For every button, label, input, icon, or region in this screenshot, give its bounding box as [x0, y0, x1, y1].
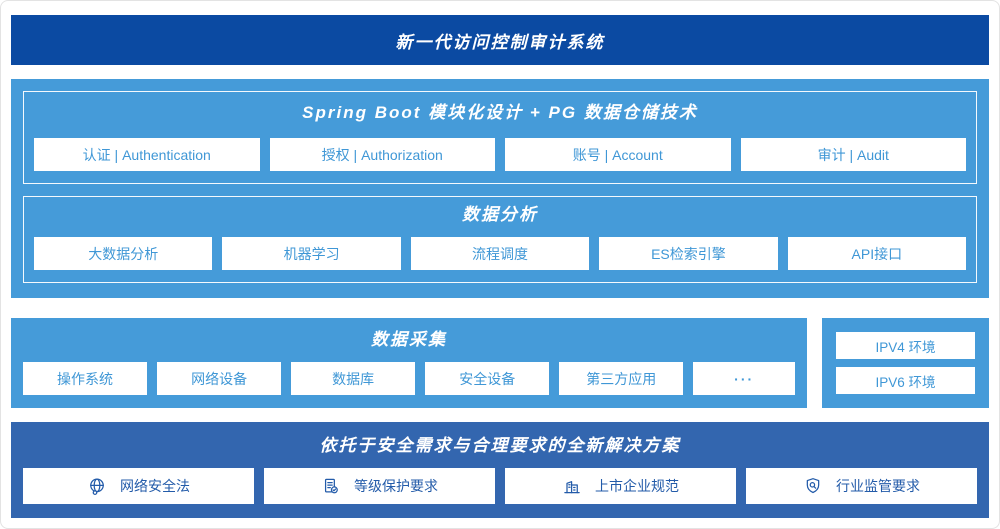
section-solution: 依托于安全需求与合理要求的全新解决方案 网络安全法 [11, 422, 989, 518]
solution-box-listed-company: 上市企业规范 [505, 468, 736, 504]
platform-container: Spring Boot 模块化设计 + PG 数据仓储技术 认证 | Authe… [11, 79, 989, 298]
shield-search-icon [803, 476, 823, 496]
analysis-box-api: API接口 [787, 237, 967, 270]
collection-box-security-device: 安全设备 [425, 362, 550, 395]
document-check-icon [321, 476, 341, 496]
header-banner: 新一代访问控制审计系统 [11, 15, 989, 65]
page-title: 新一代访问控制审计系统 [395, 32, 605, 52]
module-box-audit: 审计 | Audit [740, 138, 966, 171]
solution-row: 网络安全法 等级保护要求 [23, 468, 977, 504]
analysis-row: 大数据分析 机器学习 流程调度 ES检索引擎 API接口 [34, 237, 967, 270]
collection-box-network-device: 网络设备 [157, 362, 282, 395]
solution-box-cybersecurity-law: 网络安全法 [23, 468, 254, 504]
module-box-account: 账号 | Account [505, 138, 731, 171]
module-box-authorization: 授权 | Authorization [269, 138, 495, 171]
section-analysis-title: 数据分析 [462, 205, 538, 224]
section-collection-title: 数据采集 [371, 330, 447, 349]
collection-row: 操作系统 网络设备 数据库 安全设备 第三方应用 ··· [23, 362, 796, 395]
collection-box-database: 数据库 [291, 362, 416, 395]
env-box-ipv4: IPV4 环境 [836, 332, 975, 359]
section-modules-title: Spring Boot 模块化设计 + PG 数据仓储技术 [302, 103, 698, 122]
analysis-box-es: ES检索引擎 [599, 237, 778, 270]
solution-label: 网络安全法 [120, 478, 190, 494]
analysis-box-workflow: 流程调度 [410, 237, 590, 270]
solution-label: 等级保护要求 [354, 478, 438, 494]
module-box-authentication: 认证 | Authentication [34, 138, 260, 171]
env-box-ipv6: IPV6 环境 [836, 367, 975, 394]
collection-box-os: 操作系统 [23, 362, 148, 395]
solution-label: 上市企业规范 [595, 478, 679, 494]
section-solution-title: 依托于安全需求与合理要求的全新解决方案 [319, 436, 681, 455]
analysis-box-ml: 机器学习 [222, 237, 401, 270]
analysis-box-bigdata: 大数据分析 [34, 237, 213, 270]
collection-box-more: ··· [693, 362, 796, 395]
section-analysis: 数据分析 大数据分析 机器学习 流程调度 ES检索引擎 API接口 [23, 196, 977, 283]
solution-label: 行业监管要求 [836, 478, 920, 494]
section-collection: 数据采集 操作系统 网络设备 数据库 安全设备 第三方应用 ··· [11, 318, 807, 408]
network-env-box: IPV4 环境 IPV6 环境 [822, 318, 989, 408]
middle-row: 数据采集 操作系统 网络设备 数据库 安全设备 第三方应用 ··· IPV4 环… [11, 318, 989, 408]
modules-row: 认证 | Authentication 授权 | Authorization 账… [34, 138, 966, 171]
solution-box-classified-protection: 等级保护要求 [264, 468, 495, 504]
globe-icon [87, 476, 107, 496]
section-modules: Spring Boot 模块化设计 + PG 数据仓储技术 认证 | Authe… [23, 91, 977, 184]
collection-box-thirdparty: 第三方应用 [559, 362, 684, 395]
solution-box-industry-regulation: 行业监管要求 [746, 468, 977, 504]
building-icon [562, 476, 582, 496]
